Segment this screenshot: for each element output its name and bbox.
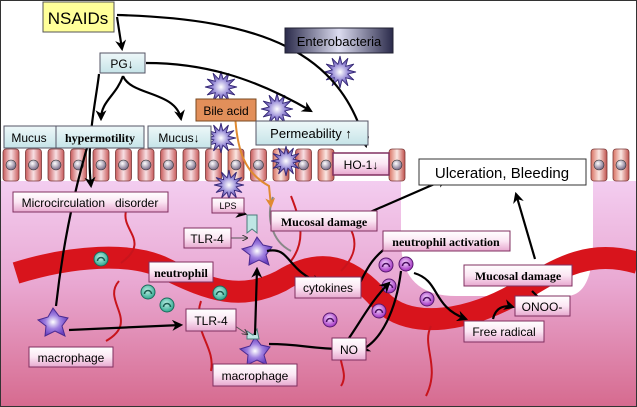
hypermotility-box: hypermotility xyxy=(55,125,145,149)
svg-text:Mucosal damage: Mucosal damage xyxy=(475,269,562,283)
mucosal-damage-box-lower: Mucosal damage xyxy=(463,264,573,287)
tlr4-receptor-upper xyxy=(246,214,258,235)
svg-text:Bile acid: Bile acid xyxy=(203,104,248,118)
svg-text:ONOO-: ONOO- xyxy=(522,300,563,314)
cell-nucleus xyxy=(163,159,174,171)
bile-acid-box: Bile acid xyxy=(195,98,257,122)
svg-text:LPS: LPS xyxy=(219,201,236,211)
cell-nucleus xyxy=(50,159,62,171)
tlr4-box-lower: TLR-4 xyxy=(185,308,237,332)
cell-nucleus xyxy=(185,159,197,171)
cell-nucleus xyxy=(391,159,403,171)
cell-nucleus xyxy=(5,159,17,171)
svg-text:neutrophil activation: neutrophil activation xyxy=(392,235,500,249)
bacteria-icon xyxy=(323,55,357,89)
mucus-decrease-box: Mucus↓ xyxy=(147,125,212,149)
cytokines-box: cytokines xyxy=(294,276,362,299)
pg-box: PG↓ xyxy=(99,52,146,74)
cell-nucleus xyxy=(118,159,129,171)
svg-text:Ulceration, Bleeding: Ulceration, Bleeding xyxy=(435,165,569,182)
mucosal-damage-box-upper: Mucosal damage xyxy=(270,210,378,232)
tlr4-lower-connector xyxy=(234,325,247,334)
svg-text:PG↓: PG↓ xyxy=(110,57,133,71)
svg-text:Microcirculation disorder: Microcirculation disorder xyxy=(22,196,159,210)
neutrophil-box: neutrophil xyxy=(148,261,214,283)
svg-text:Mucus: Mucus xyxy=(11,131,46,145)
ho1-box: HO-1↓ xyxy=(332,152,390,176)
onoo-box: ONOO- xyxy=(514,295,571,317)
cell-nucleus xyxy=(208,159,219,171)
svg-text:cytokines: cytokines xyxy=(303,281,353,295)
lps-box: LPS xyxy=(211,197,245,214)
svg-text:Mucosal damage: Mucosal damage xyxy=(281,215,368,229)
bacteria-icon xyxy=(270,145,302,177)
cell-nucleus xyxy=(593,159,605,171)
macrophage-left-shape xyxy=(36,307,69,337)
macrophage-right-box: macrophage xyxy=(212,363,298,387)
svg-text:hypermotility: hypermotility xyxy=(65,131,135,145)
arrows xyxy=(54,13,540,355)
no-box: NO xyxy=(331,337,367,361)
svg-text:macrophage: macrophage xyxy=(38,351,105,365)
svg-text:TLR-4: TLR-4 xyxy=(194,314,228,328)
macrophage-left-box: macrophage xyxy=(28,346,114,368)
cell-nucleus xyxy=(28,159,39,171)
svg-text:Free radical: Free radical xyxy=(472,325,535,339)
svg-text:Mucus↓: Mucus↓ xyxy=(158,131,199,145)
cell-nucleus xyxy=(230,159,242,171)
svg-text:Permeability ↑: Permeability ↑ xyxy=(270,126,352,141)
mucus-box: Mucus xyxy=(3,125,57,149)
svg-text:neutrophil: neutrophil xyxy=(154,266,208,280)
svg-text:HO-1↓: HO-1↓ xyxy=(344,158,379,172)
enterobacteria-box: Enterobacteria xyxy=(284,27,394,54)
cell-nucleus xyxy=(320,159,332,171)
microcirculation-box: Microcirculation disorder xyxy=(12,191,169,213)
neutrophils-activated xyxy=(322,256,435,328)
permeability-box: Permeability ↑ xyxy=(255,120,369,146)
cell-nucleus xyxy=(140,159,152,171)
bile-acid-arrow xyxy=(234,112,276,208)
svg-text:NSAIDs: NSAIDs xyxy=(48,9,108,28)
free-radical-box: Free radical xyxy=(463,320,545,343)
epithelial-cells-left xyxy=(2,148,406,182)
macrophage-lower-shape xyxy=(238,336,271,366)
neutrophils-circulating xyxy=(93,251,228,313)
svg-text:Enterobacteria: Enterobacteria xyxy=(297,34,382,49)
macrophage-upper-shape xyxy=(240,236,273,266)
tlr4-box-upper: TLR-4 xyxy=(183,227,232,249)
svg-text:macrophage: macrophage xyxy=(222,369,289,383)
ulceration-box: Ulceration, Bleeding xyxy=(418,158,587,186)
svg-text:TLR-4: TLR-4 xyxy=(190,232,224,246)
cell-nucleus xyxy=(615,159,627,171)
nsaids-box: NSAIDs xyxy=(42,1,115,33)
cell-nucleus xyxy=(253,159,264,171)
svg-text:NO: NO xyxy=(340,343,358,357)
epithelial-cells-right xyxy=(590,148,630,182)
cell-nucleus xyxy=(95,159,107,171)
cell-nucleus xyxy=(298,159,309,171)
neutrophil-activation-box: neutrophil activation xyxy=(382,230,511,252)
